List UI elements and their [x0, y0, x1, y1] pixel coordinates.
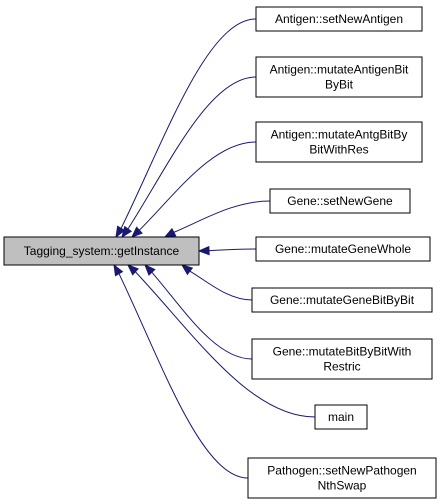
caller-node-mutateGeneWhole[interactable] [255, 236, 431, 262]
arrowhead [113, 263, 124, 277]
caller-node-mutateGeneBitByBit[interactable] [251, 287, 433, 313]
graph-nodes: Tagging_system::getInstance Antigen::setN… [3, 6, 437, 499]
arrowhead [163, 227, 177, 238]
call-edge-mutateGeneBitByBit [189, 270, 253, 301]
call-edge-mutateGeneWhole [208, 248, 257, 252]
arrowhead [121, 225, 133, 239]
node-label-line: Gene::mutateBitByBitWith [273, 345, 412, 359]
arrowhead [180, 264, 194, 276]
call-edge-mutateAntigenBitByBit [127, 76, 257, 230]
node-label-line: main [328, 410, 354, 424]
caller-node-mutateAntgBitByBitWithRes[interactable] [255, 121, 423, 163]
arrowhead [115, 225, 126, 239]
node-label-line: Tagging_system::getInstance [24, 244, 180, 258]
caller-node-mutateAntigenBitByBit[interactable] [255, 56, 423, 98]
node-label-line: Antigen::setNewAntigen [275, 12, 403, 26]
call-edge-main [134, 271, 316, 418]
node-label-line: NthSwap [318, 479, 367, 493]
node-label-line: ByBit [325, 78, 354, 92]
target-node-getinstance[interactable] [3, 236, 200, 266]
node-label-line: BitWithRes [309, 143, 368, 157]
call-edge-setNewAntigen [120, 18, 257, 229]
call-edge-setNewPathogenNthSwap [118, 273, 249, 479]
node-label-line: Pathogen::setNewPathogen [267, 464, 416, 478]
node-label-line: Gene::mutateGeneBitByBit [270, 293, 415, 307]
call-edges [113, 18, 316, 479]
node-label-line: Antigen::mutateAntigenBit [270, 63, 409, 77]
call-edge-setNewGene [173, 200, 271, 233]
caller-node-setNewGene[interactable] [269, 188, 411, 214]
call-edge-mutateBitByBitWithRestric [151, 271, 253, 360]
node-label-line: Gene::setNewGene [287, 194, 393, 208]
call-edge-mutateAntgBitByBitWithRes [138, 141, 257, 231]
node-label-line: Restric [323, 360, 360, 374]
arrowhead [197, 245, 210, 256]
arrowhead [131, 226, 143, 238]
caller-node-setNewAntigen[interactable] [255, 6, 423, 32]
node-label-line: Antigen::mutateAntgBitBy [271, 128, 408, 142]
arrowhead [144, 264, 156, 276]
node-label-line: Gene::mutateGeneWhole [275, 242, 411, 256]
caller-node-mutateBitByBitWithRestric[interactable] [251, 338, 433, 380]
arrowhead [127, 264, 139, 276]
caller-node-setNewPathogenNthSwap[interactable] [247, 457, 437, 499]
caller-node-main[interactable] [314, 404, 368, 430]
